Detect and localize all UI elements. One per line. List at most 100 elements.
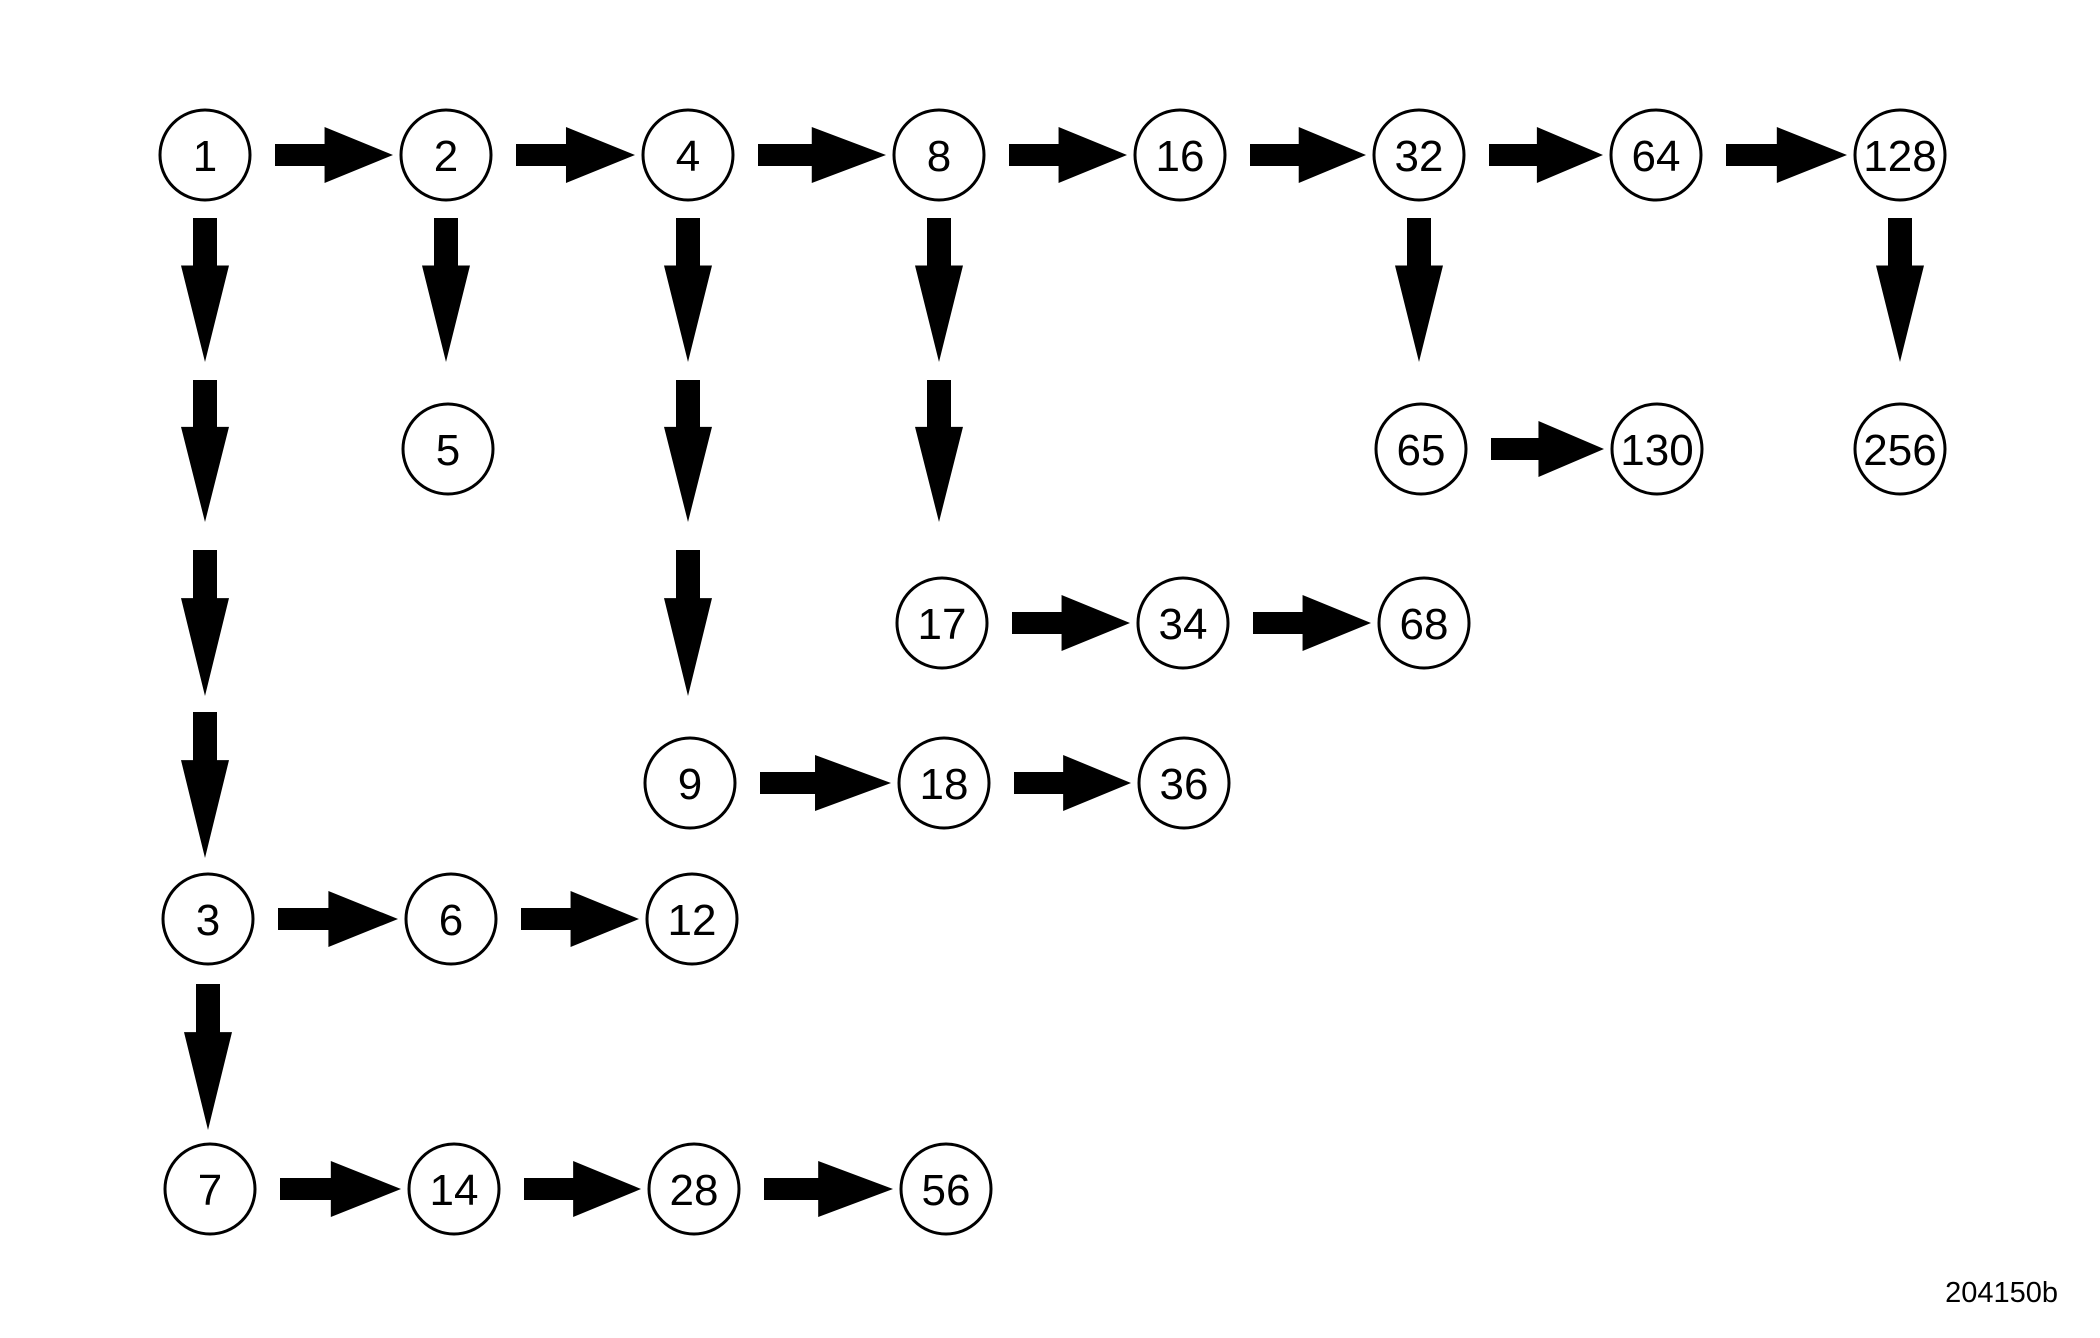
arrow-8-17-seg2 bbox=[915, 380, 963, 522]
node-label-28: 28 bbox=[670, 1166, 719, 1215]
node-128: 128 bbox=[1853, 108, 1947, 202]
figure-id-label: 204150b bbox=[1945, 1277, 2058, 1309]
node-34: 34 bbox=[1136, 576, 1230, 670]
node-label-12: 12 bbox=[668, 896, 717, 945]
node-circle-14 bbox=[407, 1142, 501, 1236]
arrow-34-68 bbox=[1253, 595, 1371, 651]
node-circle-64 bbox=[1609, 108, 1703, 202]
node-circle-12 bbox=[645, 872, 739, 966]
node-12: 12 bbox=[645, 872, 739, 966]
arrow-8-17-seg1 bbox=[915, 218, 963, 362]
node-5: 5 bbox=[401, 402, 495, 496]
node-label-34: 34 bbox=[1159, 600, 1208, 649]
node-circle-3 bbox=[161, 872, 255, 966]
arrow-65-130 bbox=[1491, 421, 1604, 477]
node-circle-5 bbox=[401, 402, 495, 496]
node-68: 68 bbox=[1377, 576, 1471, 670]
node-label-64: 64 bbox=[1632, 132, 1681, 181]
arrow-6-12 bbox=[521, 891, 639, 947]
node-8: 8 bbox=[892, 108, 986, 202]
arrow-17-34 bbox=[1012, 595, 1130, 651]
node-32: 32 bbox=[1372, 108, 1466, 202]
node-circle-32 bbox=[1372, 108, 1466, 202]
node-circle-130 bbox=[1610, 402, 1704, 496]
node-circle-36 bbox=[1137, 736, 1231, 830]
node-7: 7 bbox=[163, 1142, 257, 1236]
node-circle-17 bbox=[895, 576, 989, 670]
arrow-2-4 bbox=[516, 127, 635, 183]
node-130: 130 bbox=[1610, 402, 1704, 496]
node-label-56: 56 bbox=[922, 1166, 971, 1215]
arrow-1-3-seg4 bbox=[181, 712, 229, 858]
node-circle-9 bbox=[643, 736, 737, 830]
node-circle-56 bbox=[899, 1142, 993, 1236]
node-4: 4 bbox=[641, 108, 735, 202]
node-circle-18 bbox=[897, 736, 991, 830]
node-label-16: 16 bbox=[1156, 132, 1205, 181]
node-circle-65 bbox=[1374, 402, 1468, 496]
node-circle-2 bbox=[399, 108, 493, 202]
arrow-1-3-seg3 bbox=[181, 550, 229, 696]
arrow-128-256 bbox=[1876, 218, 1924, 362]
node-label-128: 128 bbox=[1863, 132, 1936, 181]
node-9: 9 bbox=[643, 736, 737, 830]
arrow-8-16 bbox=[1009, 127, 1127, 183]
node-circle-256 bbox=[1853, 402, 1947, 496]
node-label-4: 4 bbox=[676, 132, 700, 181]
arrow-32-65 bbox=[1395, 218, 1443, 362]
node-circle-68 bbox=[1377, 576, 1471, 670]
node-label-32: 32 bbox=[1395, 132, 1444, 181]
node-label-6: 6 bbox=[439, 896, 463, 945]
node-circle-16 bbox=[1133, 108, 1227, 202]
node-circle-1 bbox=[158, 108, 252, 202]
node-label-3: 3 bbox=[196, 896, 220, 945]
node-circle-4 bbox=[641, 108, 735, 202]
arrow-7-14 bbox=[280, 1161, 401, 1217]
arrow-4-9-seg1 bbox=[664, 218, 712, 362]
node-36: 36 bbox=[1137, 736, 1231, 830]
arrow-2-5 bbox=[422, 218, 470, 362]
node-56: 56 bbox=[899, 1142, 993, 1236]
arrow-4-8 bbox=[758, 127, 886, 183]
node-circle-34 bbox=[1136, 576, 1230, 670]
node-circle-8 bbox=[892, 108, 986, 202]
arrow-4-9-seg2 bbox=[664, 380, 712, 522]
node-label-65: 65 bbox=[1397, 426, 1446, 475]
node-label-1: 1 bbox=[193, 132, 217, 181]
node-circle-6 bbox=[404, 872, 498, 966]
arrow-3-6 bbox=[278, 891, 398, 947]
node-17: 17 bbox=[895, 576, 989, 670]
node-1: 1 bbox=[158, 108, 252, 202]
arrow-28-56 bbox=[764, 1161, 893, 1217]
arrow-14-28 bbox=[524, 1161, 641, 1217]
arrow-3-7 bbox=[184, 984, 232, 1130]
node-label-130: 130 bbox=[1620, 426, 1693, 475]
node-18: 18 bbox=[897, 736, 991, 830]
arrow-1-2 bbox=[275, 127, 393, 183]
arrow-1-3-seg1 bbox=[181, 218, 229, 362]
node-circle-7 bbox=[163, 1142, 257, 1236]
node-label-5: 5 bbox=[436, 426, 460, 475]
node-circle-128 bbox=[1853, 108, 1947, 202]
arrow-4-9-seg3 bbox=[664, 550, 712, 696]
node-256: 256 bbox=[1853, 402, 1947, 496]
node-label-256: 256 bbox=[1863, 426, 1936, 475]
node-label-68: 68 bbox=[1400, 600, 1449, 649]
node-6: 6 bbox=[404, 872, 498, 966]
node-label-9: 9 bbox=[678, 760, 702, 809]
node-label-14: 14 bbox=[430, 1166, 479, 1215]
node-14: 14 bbox=[407, 1142, 501, 1236]
arrow-32-64 bbox=[1489, 127, 1603, 183]
node-65: 65 bbox=[1374, 402, 1468, 496]
node-label-7: 7 bbox=[198, 1166, 222, 1215]
node-64: 64 bbox=[1609, 108, 1703, 202]
arrow-64-128 bbox=[1726, 127, 1847, 183]
node-3: 3 bbox=[161, 872, 255, 966]
node-16: 16 bbox=[1133, 108, 1227, 202]
node-label-2: 2 bbox=[434, 132, 458, 181]
node-28: 28 bbox=[647, 1142, 741, 1236]
node-circle-28 bbox=[647, 1142, 741, 1236]
arrow-16-32 bbox=[1250, 127, 1366, 183]
